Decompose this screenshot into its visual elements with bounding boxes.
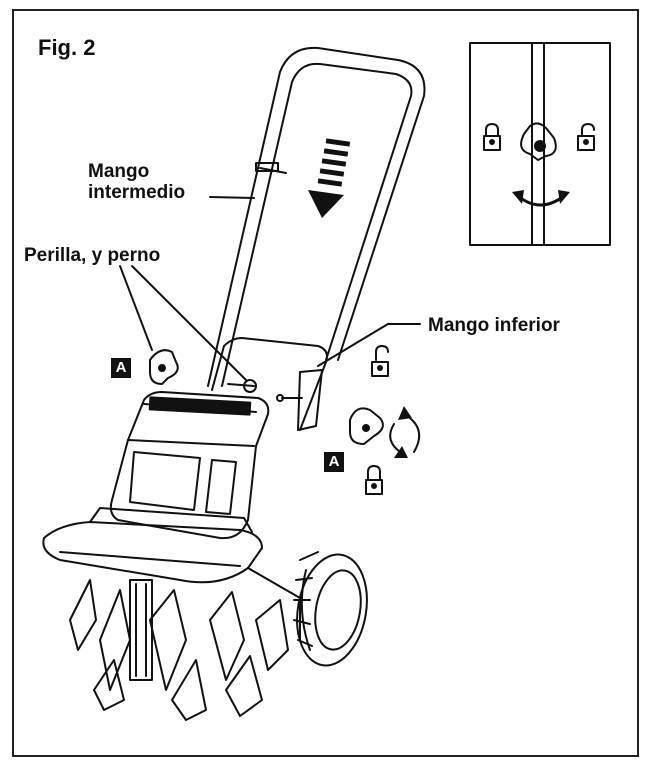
knob-icon	[149, 349, 179, 385]
lock-closed-icon	[483, 123, 501, 151]
tine-guard	[42, 521, 263, 584]
wheel	[293, 551, 368, 667]
lock-closed-icon	[365, 465, 383, 495]
badge-a: A	[111, 358, 131, 378]
label-middle-handle-line1: Mango	[88, 161, 150, 182]
motor-housing	[109, 391, 270, 540]
label-lower-handle: Mango inferior	[428, 315, 560, 336]
middle-handle	[207, 46, 426, 387]
rotate-arrow-icon	[403, 413, 421, 453]
label-middle-handle-line2: intermedio	[88, 181, 186, 203]
down-arrow-icon	[308, 138, 351, 218]
figure-title: Fig. 2	[38, 35, 96, 60]
lock-open-icon	[577, 123, 595, 151]
lower-handle	[211, 337, 328, 431]
lock-open-icon	[371, 345, 389, 377]
label-middle-handle: Mango intermedio	[88, 161, 186, 204]
badge-a: A	[324, 452, 344, 472]
label-knob-and-bolt: Perilla, y perno	[24, 245, 161, 266]
inset-detail	[469, 42, 611, 246]
tines	[69, 579, 289, 721]
figure-frame	[12, 9, 639, 757]
